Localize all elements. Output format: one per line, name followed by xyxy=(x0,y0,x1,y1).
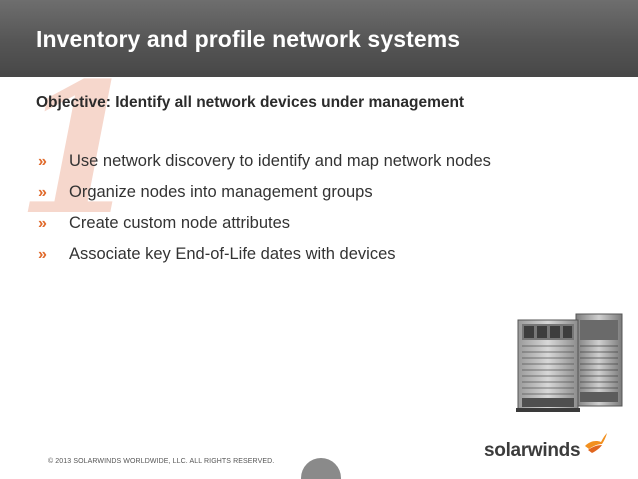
logo-wordmark: solarwinds xyxy=(484,440,581,461)
chevron-bullet-icon: » xyxy=(38,215,47,232)
slide-number-watermark: 1 xyxy=(16,44,142,255)
copyright-text: © 2013 SOLARWINDS WORLDWIDE, LLC. ALL RI… xyxy=(48,458,275,465)
chevron-bullet-icon: » xyxy=(38,184,47,201)
chevron-bullet-icon: » xyxy=(38,246,47,263)
bullet-text: Create custom node attributes xyxy=(69,214,291,232)
bottom-tab-decoration xyxy=(301,458,341,479)
network-hardware-image xyxy=(516,313,623,412)
bullet-text: Use network discovery to identify and ma… xyxy=(69,152,491,170)
bullet-text: Organize nodes into management groups xyxy=(69,183,373,201)
slide-title: Inventory and profile network systems xyxy=(36,26,461,52)
title-bar: Inventory and profile network systems xyxy=(0,0,638,77)
bullet-text: Associate key End-of-Life dates with dev… xyxy=(69,245,396,263)
bird-icon xyxy=(585,433,607,453)
objective-heading: Objective: Identify all network devices … xyxy=(36,94,465,111)
chevron-bullet-icon: » xyxy=(38,153,47,170)
